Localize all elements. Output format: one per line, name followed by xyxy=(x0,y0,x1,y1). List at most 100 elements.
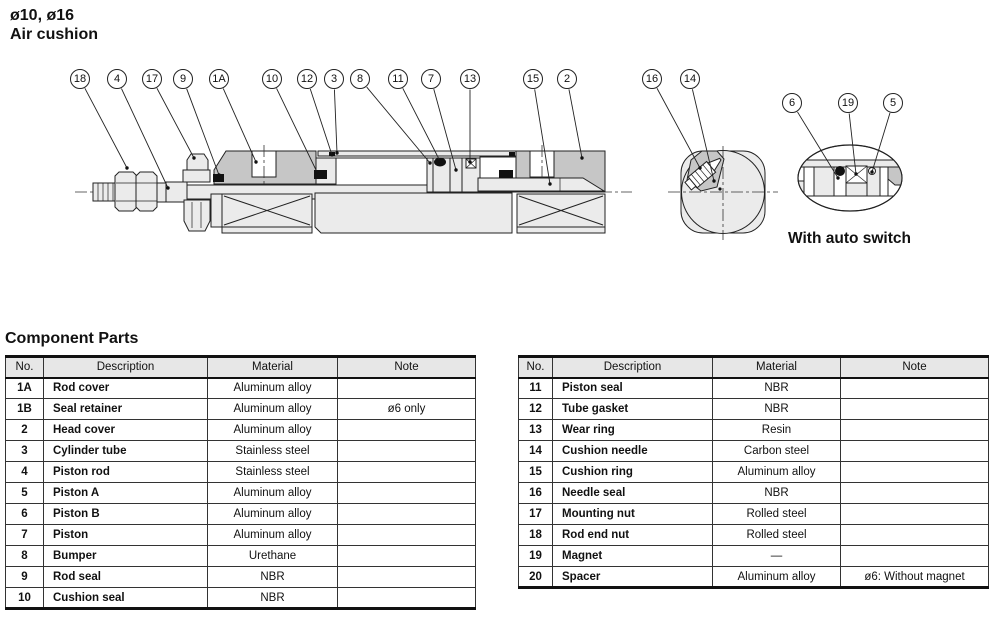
cylinder-section-drawing xyxy=(75,86,903,240)
part-description: Seal retainer xyxy=(43,398,208,420)
leader-dot-13 xyxy=(468,160,472,164)
part-material: Carbon steel xyxy=(712,440,841,462)
leader-dot-7 xyxy=(454,168,458,172)
part-no: 9 xyxy=(5,566,44,588)
part-material: NBR xyxy=(207,566,338,588)
leader-line-18 xyxy=(84,88,128,169)
component-parts-title: Component Parts xyxy=(5,330,139,347)
leader-dot-18 xyxy=(125,166,129,170)
leader-line-1A xyxy=(222,88,257,163)
part-material: Urethane xyxy=(207,545,338,567)
leader-line-19 xyxy=(848,113,857,175)
col-material: Material xyxy=(712,356,841,379)
callout-3: 3 xyxy=(324,69,344,89)
leader-dot-12 xyxy=(330,153,334,157)
part-no: 18 xyxy=(518,524,553,546)
part-note xyxy=(337,545,476,567)
leader-line-6 xyxy=(797,111,839,179)
part-material: Aluminum alloy xyxy=(207,503,338,525)
part-note xyxy=(840,419,989,441)
leader-dot-17 xyxy=(192,156,196,160)
part-description: Cushion seal xyxy=(43,587,208,609)
part-description: Needle seal xyxy=(552,482,713,504)
part-no: 10 xyxy=(5,587,44,609)
part-material: NBR xyxy=(207,587,338,609)
part-material: Rolled steel xyxy=(712,524,841,546)
auto-switch-caption: With auto switch xyxy=(788,230,911,247)
part-material: NBR xyxy=(712,377,841,399)
main-section-view xyxy=(75,145,632,234)
leader-dot-11 xyxy=(438,159,442,163)
part-material: Aluminum alloy xyxy=(207,419,338,441)
leader-dot-15 xyxy=(548,182,552,186)
part-note xyxy=(840,398,989,420)
part-no: 13 xyxy=(518,419,553,441)
part-description: Piston A xyxy=(43,482,208,504)
part-material: NBR xyxy=(712,398,841,420)
leader-line-12 xyxy=(309,88,333,156)
part-no: 3 xyxy=(5,440,44,462)
leader-dot-10 xyxy=(315,170,319,174)
part-note xyxy=(337,461,476,483)
part-description: Spacer xyxy=(552,566,713,588)
part-note xyxy=(337,377,476,399)
callout-15: 15 xyxy=(523,69,543,89)
leader-dot-5 xyxy=(870,170,874,174)
callout-2: 2 xyxy=(557,69,577,89)
col-note: Note xyxy=(840,356,989,379)
leader-dot-9 xyxy=(217,173,221,177)
col-no: No. xyxy=(5,356,44,379)
leader-line-5 xyxy=(871,112,891,173)
leader-line-9 xyxy=(186,88,220,176)
callout-5: 5 xyxy=(883,93,903,113)
leader-line-2 xyxy=(568,89,583,159)
part-note xyxy=(337,587,476,609)
callout-7: 7 xyxy=(421,69,441,89)
part-description: Bumper xyxy=(43,545,208,567)
part-no: 8 xyxy=(5,545,44,567)
part-description: Piston rod xyxy=(43,461,208,483)
part-note xyxy=(840,482,989,504)
part-description: Cushion ring xyxy=(552,461,713,483)
col-material: Material xyxy=(207,356,338,379)
part-note xyxy=(840,377,989,399)
page-title: ø10, ø16 Air cushion xyxy=(10,6,98,44)
leader-line-15 xyxy=(534,89,551,185)
leader-dot-4 xyxy=(166,186,170,190)
part-no: 11 xyxy=(518,377,553,399)
leader-dot-3 xyxy=(335,151,339,155)
part-description: Cylinder tube xyxy=(43,440,208,462)
part-material: Stainless steel xyxy=(207,440,338,462)
callout-11: 11 xyxy=(388,69,408,89)
leader-line-3 xyxy=(333,89,338,154)
end-view xyxy=(668,146,778,240)
part-no: 14 xyxy=(518,440,553,462)
callout-12: 12 xyxy=(297,69,317,89)
leader-dot-2 xyxy=(580,156,584,160)
leader-line-11 xyxy=(402,88,441,162)
leader-line-4 xyxy=(121,88,169,189)
leader-dot-8 xyxy=(428,161,432,165)
part-no: 2 xyxy=(5,419,44,441)
part-material: Aluminum alloy xyxy=(207,482,338,504)
part-description: Cushion needle xyxy=(552,440,713,462)
part-description: Wear ring xyxy=(552,419,713,441)
part-note xyxy=(337,419,476,441)
part-description: Rod cover xyxy=(43,377,208,399)
col-description: Description xyxy=(552,356,713,379)
